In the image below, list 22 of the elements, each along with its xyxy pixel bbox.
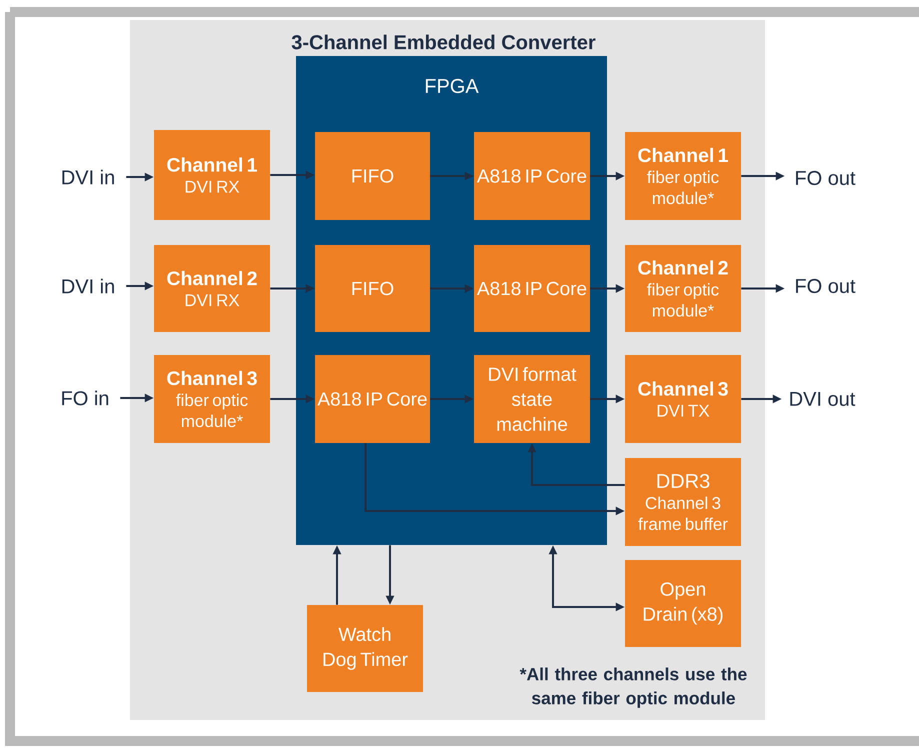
output-box: Open Drain (x8) — [625, 560, 741, 647]
channel-box: Channel 2 fiber optic module* — [625, 245, 741, 332]
channel-box: Channel 1 DVI RX — [154, 130, 270, 220]
memory-box: DDR3 Channel 3 frame buffer — [625, 458, 741, 546]
input-label: DVI in — [62, 170, 114, 184]
timer-box: Watch Dog Timer — [307, 605, 423, 692]
process-box: A818 IP Core — [474, 132, 590, 220]
process-box: DVI format state machine — [474, 355, 590, 443]
output-label: DVI out — [790, 392, 856, 406]
process-box: FIFO — [315, 245, 430, 332]
output-label: FO out — [796, 170, 856, 186]
footnote: *All three channels use the same fiber optic module — [520, 668, 747, 708]
channel-box: Channel 2 DVI RX — [154, 245, 270, 332]
channel-box: Channel 1 fiber optic module* — [625, 132, 741, 220]
input-label: FO in — [62, 390, 108, 406]
channel-box: Channel 3 DVI TX — [625, 355, 741, 443]
output-label: FO out — [796, 278, 856, 294]
process-box: FIFO — [315, 132, 430, 220]
process-box: A818 IP Core — [474, 245, 590, 332]
channel-box: Channel 3 fiber optic module* — [154, 355, 270, 443]
process-box: A818 IP Core — [315, 355, 430, 443]
input-label: DVI in — [62, 278, 114, 294]
